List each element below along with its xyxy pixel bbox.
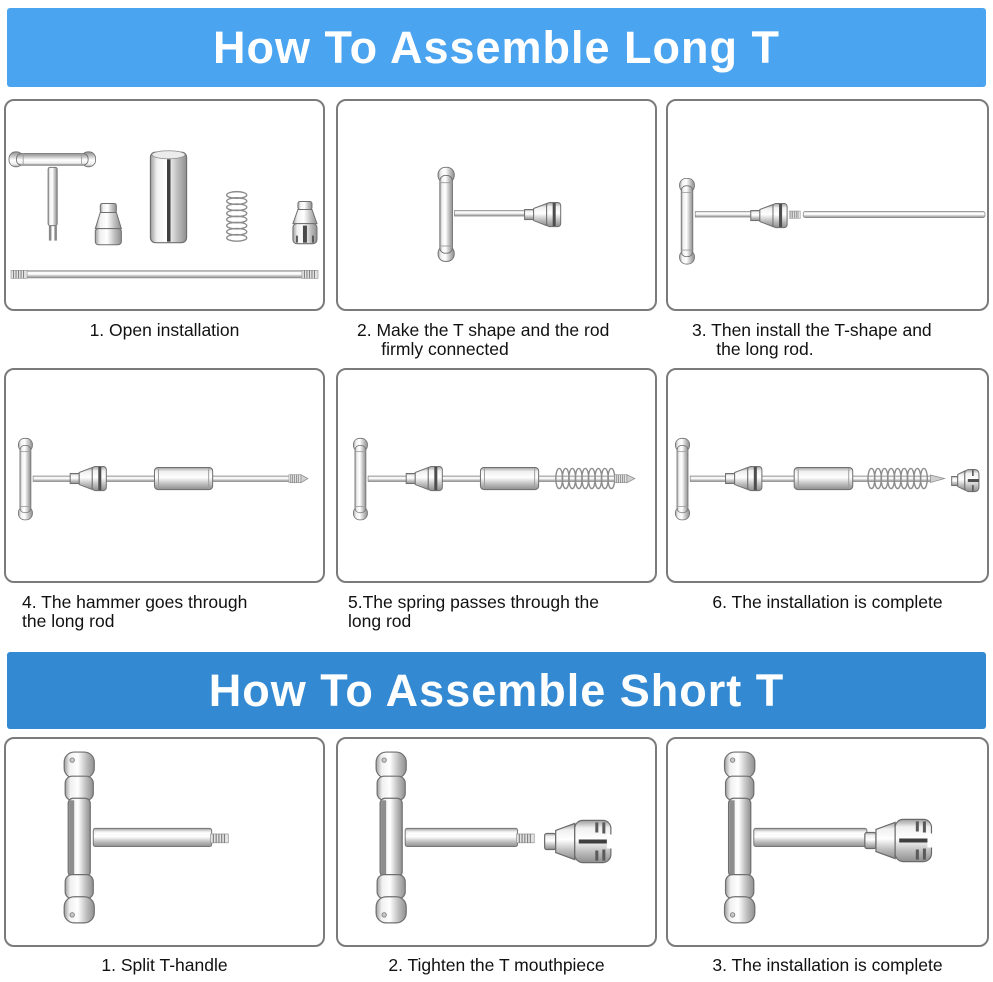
step-caption: 1. Open installation: [89, 320, 240, 340]
illustration-tighten-mouthpiece: [375, 751, 617, 924]
illustration-short-t-complete: [723, 751, 938, 924]
illustration-long-t-complete: [675, 437, 980, 521]
illustration-split-t-handle: [63, 751, 229, 924]
step-panel-long-3: [666, 99, 989, 311]
step-caption: 5.The spring passes through the long rod: [348, 592, 599, 631]
step-panel-long-5: [336, 368, 657, 583]
step-panel-long-2: [336, 99, 657, 311]
step-panel-short-3: [666, 737, 989, 947]
illustration-hammer-on-rod: [17, 437, 309, 521]
step-caption: 1. Split T-handle: [101, 955, 228, 975]
step-panel-long-4: [4, 368, 325, 583]
illustration-spring-on-rod: [352, 437, 636, 521]
step-caption: 2. Tighten the T mouthpiece: [388, 955, 605, 975]
step-caption: 2. Make the T shape and the rod firmly c…: [357, 320, 610, 359]
step-panel-short-2: [336, 737, 657, 947]
illustration-parts-overview: [8, 150, 319, 279]
step-panel-long-1: [4, 99, 325, 311]
illustration-t-and-connector: [437, 166, 562, 262]
step-panel-short-1: [4, 737, 325, 947]
section-banner-short-t: How To Assemble Short T: [7, 652, 986, 729]
step-caption: 4. The hammer goes through the long rod: [22, 592, 248, 631]
section-title: How To Assemble Short T: [208, 664, 785, 716]
section-title: How To Assemble Long T: [212, 21, 780, 73]
illustration-t-and-long-rod: [679, 177, 986, 265]
step-caption: 3. Then install the T-shape and the long…: [692, 320, 932, 359]
step-caption: 6. The installation is complete: [712, 592, 943, 612]
section-banner-long-t: How To Assemble Long T: [7, 8, 986, 87]
step-caption: 3. The installation is complete: [712, 955, 943, 975]
step-panel-long-6: [666, 368, 989, 583]
